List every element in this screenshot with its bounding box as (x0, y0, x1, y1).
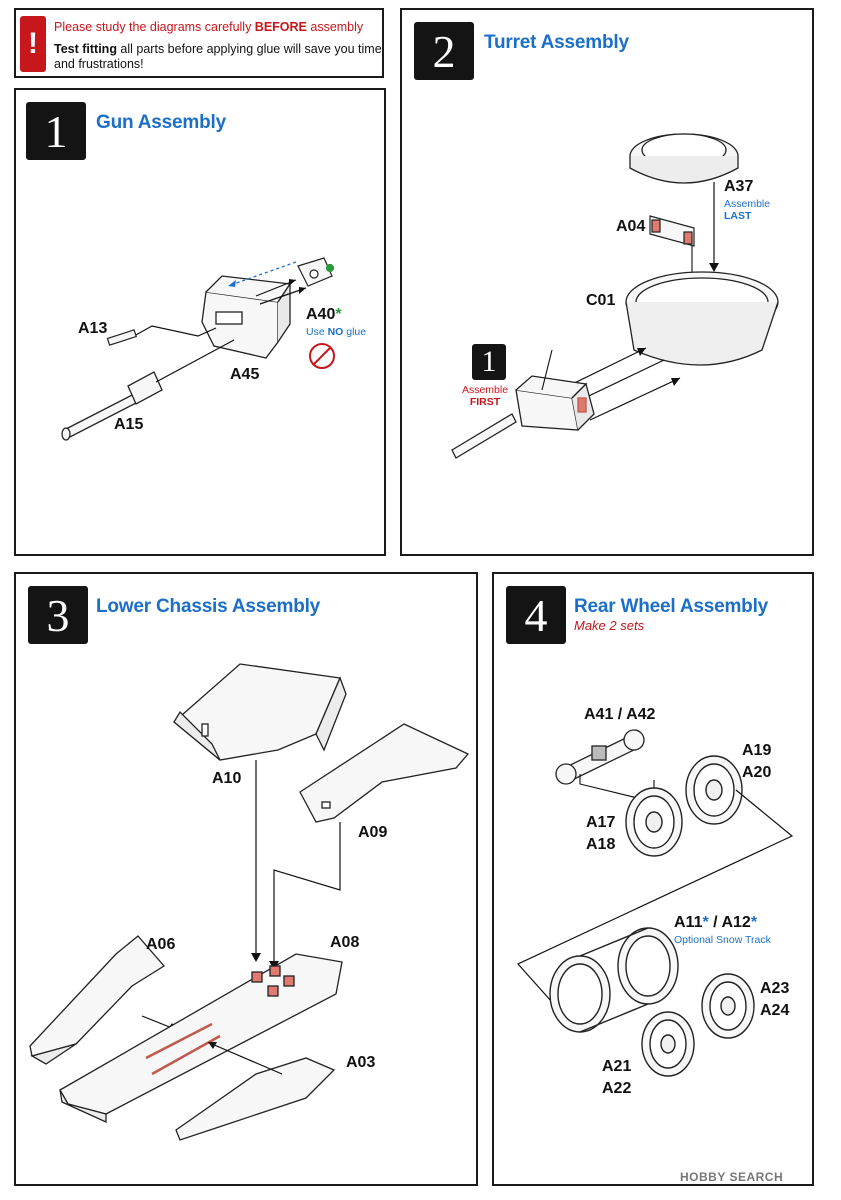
label-a04: A04 (616, 218, 646, 235)
part-a17-a18-drawing (625, 787, 683, 857)
label-a22: A22 (602, 1080, 632, 1097)
label-a20: A20 (742, 764, 772, 781)
turret-assembly-diagram (451, 133, 779, 459)
part-a21-a22-drawing (641, 1011, 695, 1077)
part-a04-drawing (649, 215, 695, 247)
part-a15-drawing (61, 371, 163, 441)
label-a45: A45 (230, 366, 260, 383)
lower-chassis-diagram (29, 663, 470, 1141)
label-a19: A19 (742, 742, 772, 759)
part-a40-drawing (297, 257, 335, 287)
label-a15: A15 (114, 416, 144, 433)
step-4-number: 4 (506, 586, 566, 644)
label-a40: A40* (306, 306, 342, 323)
step-2-number: 2 (414, 22, 474, 80)
label-a18: A18 (586, 836, 616, 853)
label-a13: A13 (78, 320, 108, 337)
part-a08-drawing (59, 953, 343, 1124)
no-glue-note: Use NO glue (306, 326, 367, 338)
part-a03-drawing (175, 1057, 336, 1141)
label-a10: A10 (212, 770, 242, 787)
step-3-number: 3 (28, 586, 88, 644)
part-a19-a20-drawing (685, 755, 743, 825)
step-1-title: Gun Assembly (96, 112, 226, 133)
no-glue-icon (309, 343, 335, 369)
label-a24: A24 (760, 1002, 790, 1019)
part-a10-drawing (172, 663, 347, 761)
step-4-title: Rear Wheel Assembly (574, 596, 769, 617)
snow-track-note: Optional Snow Track (674, 934, 771, 946)
part-a37-drawing (629, 133, 739, 184)
label-a23: A23 (760, 980, 790, 997)
warning-box: ! Please study the diagrams carefully BE… (14, 8, 384, 78)
step-3-panel: 3 Lower Chassis Assembly (14, 572, 478, 1186)
step-1-panel: 1 Gun Assembly (14, 88, 386, 556)
warning-line-1: Please study the diagrams carefully BEFO… (54, 20, 364, 34)
step-1-reference-badge: 1 (472, 344, 506, 380)
step-4-subtitle: Make 2 sets (574, 618, 645, 633)
label-a21: A21 (602, 1058, 632, 1075)
part-a09-drawing (299, 723, 470, 823)
gun-assembly-diagram (61, 257, 335, 441)
step-1-number: 1 (26, 102, 86, 160)
warning-line-2: Test fitting all parts before applying g… (54, 42, 382, 71)
part-a45-drawing (201, 275, 292, 359)
rear-wheel-diagram (517, 729, 794, 1077)
watermark: HOBBY SEARCH (680, 1170, 784, 1184)
part-a13-drawing (106, 329, 137, 346)
label-a37: A37 (724, 178, 754, 195)
part-a11-a12-drawing (549, 927, 679, 1033)
part-c01-drawing (625, 271, 779, 366)
label-a41-a42: A41 / A42 (584, 706, 656, 723)
step-2-title: Turret Assembly (484, 32, 629, 53)
step-4-panel: 4 Rear Wheel Assembly Make 2 sets (492, 572, 814, 1186)
label-a08: A08 (330, 934, 360, 951)
label-a11-a12: A11* / A12* (674, 914, 758, 931)
label-a06: A06 (146, 936, 176, 953)
label-a03: A03 (346, 1054, 376, 1071)
label-a17: A17 (586, 814, 616, 831)
exclamation-icon: ! (20, 16, 46, 72)
gun-assembly-ref-drawing (451, 375, 595, 459)
part-a41-a42-drawing (555, 729, 645, 785)
part-a06-drawing (29, 935, 165, 1065)
step-3-title: Lower Chassis Assembly (96, 596, 321, 617)
label-a09: A09 (358, 824, 388, 841)
step-2-panel: 2 Turret Assembly (400, 8, 814, 556)
label-c01: C01 (586, 292, 616, 309)
part-a23-a24-drawing (701, 973, 755, 1039)
